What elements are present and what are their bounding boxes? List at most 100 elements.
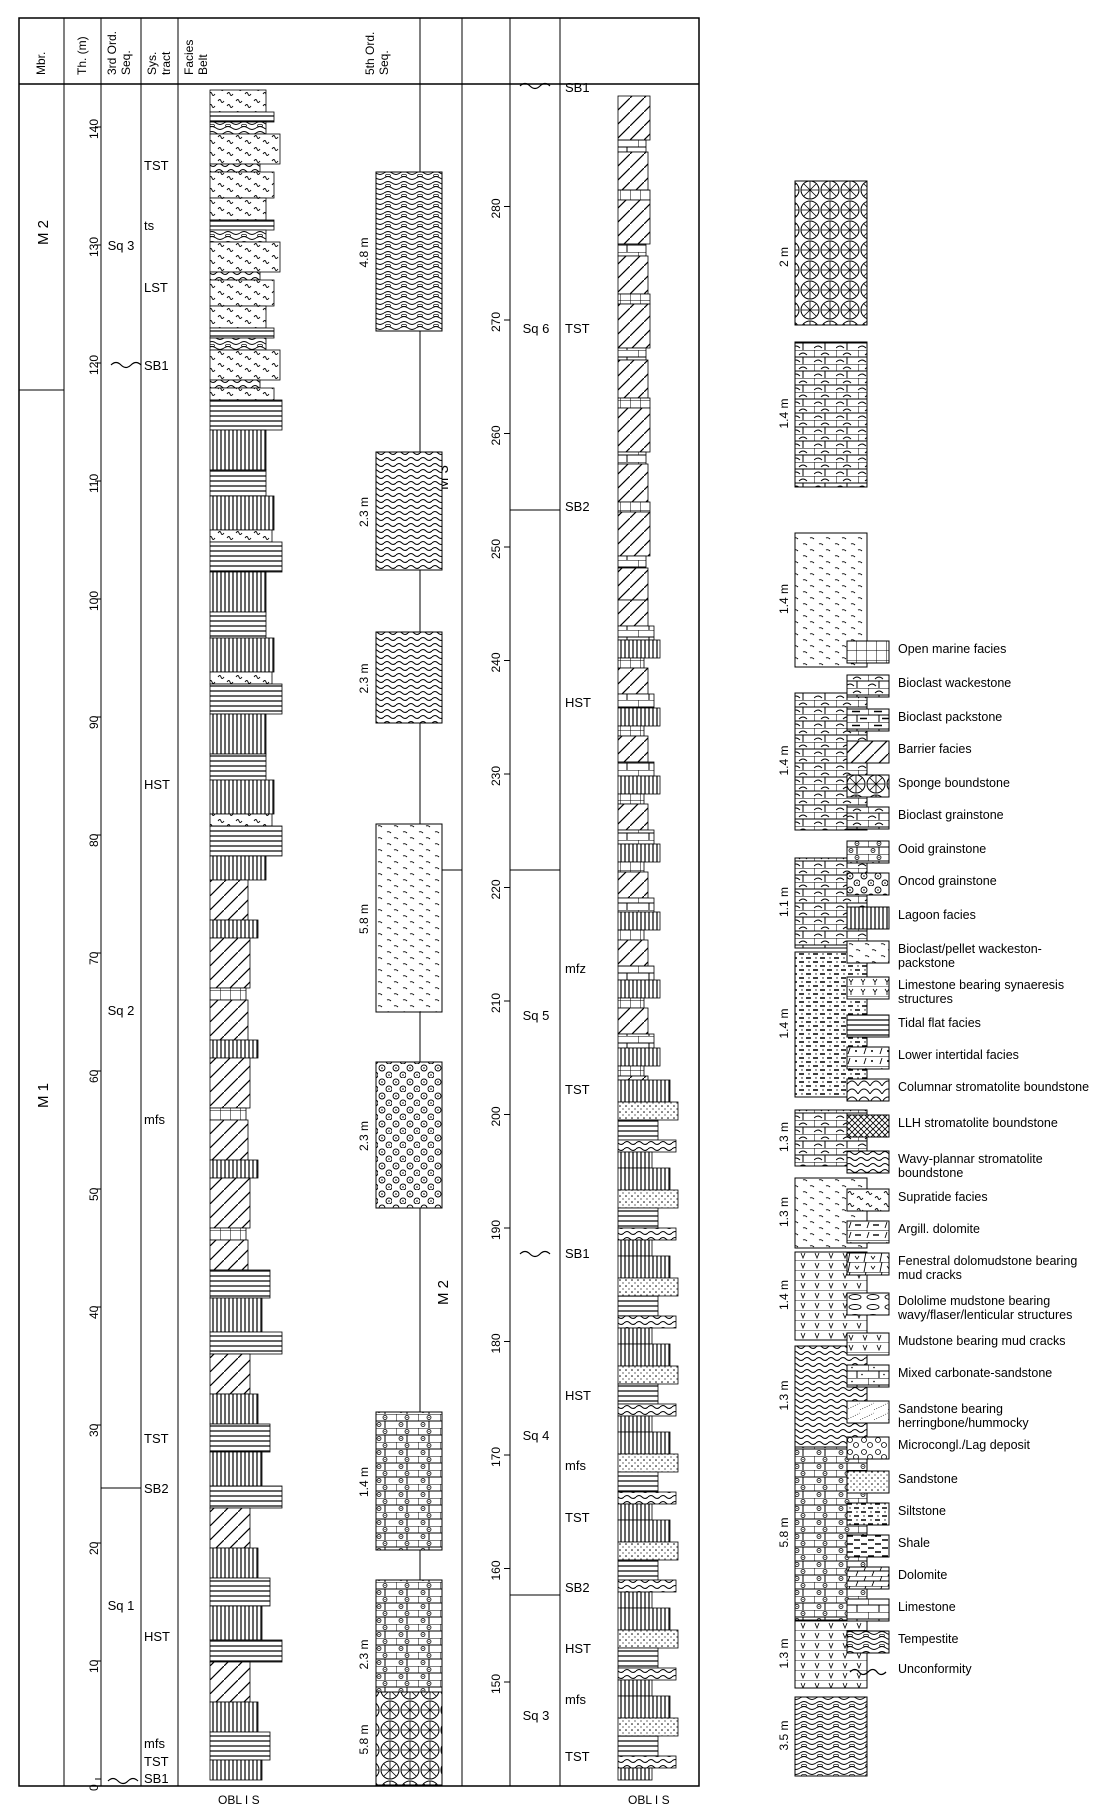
member-m2-left: M 2 (35, 220, 52, 245)
circle-pattern-icon (846, 1436, 890, 1460)
lithology-bed (210, 612, 266, 638)
lithology-bed (210, 938, 250, 988)
tick-label-right: 190 (489, 1220, 503, 1240)
tick-label-left: 120 (87, 355, 101, 375)
lithology-bed (210, 826, 282, 856)
lithology-bed (618, 998, 644, 1008)
lithology-bed (210, 272, 260, 280)
brick-dots-pattern-icon (846, 1364, 890, 1388)
lithology-bed (618, 626, 654, 640)
column-headers: Mbr.Th. (m)3rd Ord.Seq.Sys.tractFaciesBe… (34, 31, 391, 75)
systems-tract-left: mfs (144, 1736, 165, 1751)
sequence-label-right: Sq 5 (523, 1008, 550, 1023)
tick-label-left: 30 (87, 1423, 101, 1437)
figure-frame (19, 18, 699, 1786)
systems-tract-right: SB2 (565, 1580, 590, 1595)
tick-label-right: 210 (489, 993, 503, 1013)
lithology-bed (618, 502, 650, 512)
tick-label-left: 50 (87, 1187, 101, 1201)
legend-label: Fenestral dolomudstone bearing mud crack… (898, 1254, 1098, 1282)
fifth-order-inset-box (376, 452, 442, 570)
legend-label: Oncod grainstone (898, 874, 1098, 888)
legend-label: Ooid grainstone (898, 842, 1098, 856)
legend-item: Dololime mudstone bearing wavy/flaser/le… (846, 1292, 1096, 1326)
lithology-bed (210, 1702, 258, 1732)
unconformity-mark (520, 1252, 550, 1257)
systems-tract-left: HST (144, 1629, 170, 1644)
legend-item: Dolomite (846, 1566, 1096, 1600)
legend-label: Dololime mudstone bearing wavy/flaser/le… (898, 1294, 1098, 1322)
fifth-order-thickness-left: 5.8 m (357, 904, 371, 934)
tick-label-right: 250 (489, 539, 503, 559)
tick-label-left: 140 (87, 119, 101, 139)
lithology-bed (618, 966, 654, 980)
lithology-bed (618, 1542, 678, 1560)
legend-label: Siltstone (898, 1504, 1098, 1518)
systems-tract-left: TST (144, 1754, 169, 1769)
fifth-order-thickness-right: 1.3 m (777, 1380, 791, 1410)
lithology-bed (618, 294, 650, 304)
tick-label-left: 100 (87, 591, 101, 611)
lithology-bed (618, 360, 648, 398)
legend-item: Mixed carbonate-sandstone (846, 1364, 1096, 1398)
lithology-bed (618, 1344, 670, 1366)
lithology-bed (210, 1178, 250, 1228)
lithology-bed (618, 600, 648, 626)
lithology-bed (210, 306, 266, 328)
squiggle-pattern-icon (846, 1188, 890, 1212)
lithology-bed (210, 1228, 246, 1240)
lithology-bed (618, 1504, 652, 1520)
lithology-bed (618, 898, 654, 912)
lithology-bed (618, 830, 654, 844)
lithology-bed (618, 1296, 658, 1316)
lithology-bed (618, 1608, 670, 1630)
lithology-bed (618, 1768, 652, 1780)
fifth-order-thickness-left: 2.3 m (357, 1639, 371, 1669)
legend-item: Columnar stromatolite boundstone (846, 1078, 1096, 1112)
lithology-bed (618, 1076, 648, 1080)
lithology-bed (618, 1034, 654, 1048)
lithology-bed (210, 530, 272, 542)
lithology-bed (210, 470, 266, 496)
lithology-bed (618, 1048, 660, 1066)
brick-dot-pattern-icon (846, 840, 890, 864)
tick-label-right: 170 (489, 1447, 503, 1467)
lithology-bed (210, 684, 282, 714)
lithology-bed (618, 1492, 676, 1504)
header-facies: Facies (182, 40, 196, 75)
lithology-bed (618, 244, 646, 256)
lithology-bed (618, 1680, 652, 1696)
legend-item: Bioclast wackestone (846, 674, 1096, 708)
systems-tracts: TSTtsLSTSB1HSTmfsTSTSB2HSTmfsTSTSB1SB1TS… (108, 80, 591, 1786)
lithology-bed (210, 638, 274, 672)
systems-tract-left: HST (144, 777, 170, 792)
legend-label: LLH stromatolite boundstone (898, 1116, 1098, 1130)
systems-tract-left: LST (144, 280, 168, 295)
lithology-bed (618, 1278, 678, 1296)
legend-item: Mudstone bearing mud cracks (846, 1332, 1096, 1366)
facies-column (210, 90, 678, 1780)
legend-item: Sandstone bearing herringbone/hummocky (846, 1400, 1096, 1434)
lithology-bed (618, 1168, 670, 1190)
lithology-bed (618, 776, 660, 794)
lithology-bed (210, 1548, 258, 1578)
legend-label: Bioclast grainstone (898, 808, 1098, 822)
systems-tract-left: SB1 (144, 358, 169, 373)
lithology-bed (210, 920, 258, 938)
fifth-order-inset-box (795, 342, 867, 487)
lithology-bed (618, 726, 644, 736)
lithology-bed (210, 134, 280, 164)
tick-label-left: 80 (87, 833, 101, 847)
header-sys: Sys. (145, 52, 159, 75)
lithology-bed (618, 1240, 652, 1256)
lithology-bed (618, 556, 646, 568)
legend-label: Shale (898, 1536, 1098, 1550)
grid-pattern-icon (846, 640, 890, 664)
lithology-bed (618, 940, 648, 966)
legend-item: Microcongl./Lag deposit (846, 1436, 1096, 1470)
legend-item: Shale (846, 1534, 1096, 1568)
sequence-label-right: Sq 4 (523, 1428, 550, 1443)
lithology-bed (618, 930, 644, 940)
slash-dot-pattern-icon (846, 1046, 890, 1070)
dash-pattern-icon (846, 1534, 890, 1558)
